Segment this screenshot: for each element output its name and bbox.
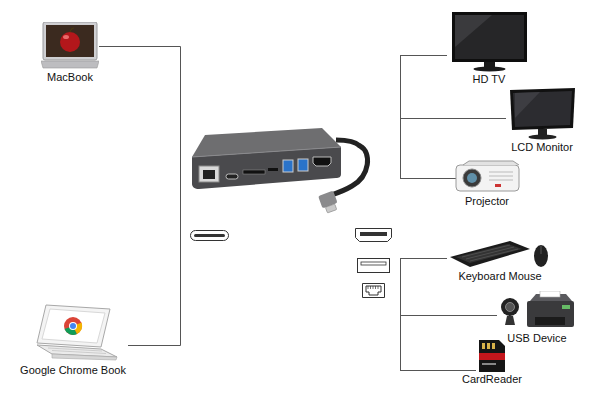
usb-device-icon [500,291,575,331]
device-label: CardReader [460,373,524,386]
bracket-lines [400,55,506,371]
connector-line [99,47,181,346]
keyboard-mouse-icon [450,235,550,269]
sd-card-icon [479,340,505,372]
device-label: HD TV [452,73,527,86]
device-node: MacBook [41,22,99,84]
tv-icon [452,12,527,72]
device-node: Google Chrome Book [18,303,128,377]
keyboard-mouse-icon [450,235,550,269]
usb-c-port-symbol [194,234,225,237]
sd-card-icon [479,340,505,372]
device-label: Google Chrome Book [18,364,128,377]
tv-icon [452,12,527,72]
projector-icon [455,160,520,194]
device-label: Projector [455,195,520,208]
device-node: HD TV [452,12,527,86]
laptop-icon [28,303,118,363]
monitor-icon [510,88,575,140]
device-label: Keyboard Mouse [450,270,550,283]
device-node: USB Device [500,291,575,345]
usb-c-hub [192,128,368,214]
device-node: Projector [455,160,520,208]
device-node: CardReader [460,340,524,386]
laptop-icon [41,22,99,70]
device-node: LCD Monitor [509,88,575,154]
laptop-icon [41,22,99,70]
usb-c-port-symbol [191,231,229,241]
monitor-icon [510,88,575,140]
projector-icon [455,160,520,194]
laptop-icon [28,303,118,363]
device-node: Keyboard Mouse [450,235,550,283]
port-symbols [356,229,392,298]
device-label: LCD Monitor [509,141,575,154]
device-label: MacBook [41,71,99,84]
usb-device-icon [500,291,575,331]
device-label: USB Device [500,332,575,345]
